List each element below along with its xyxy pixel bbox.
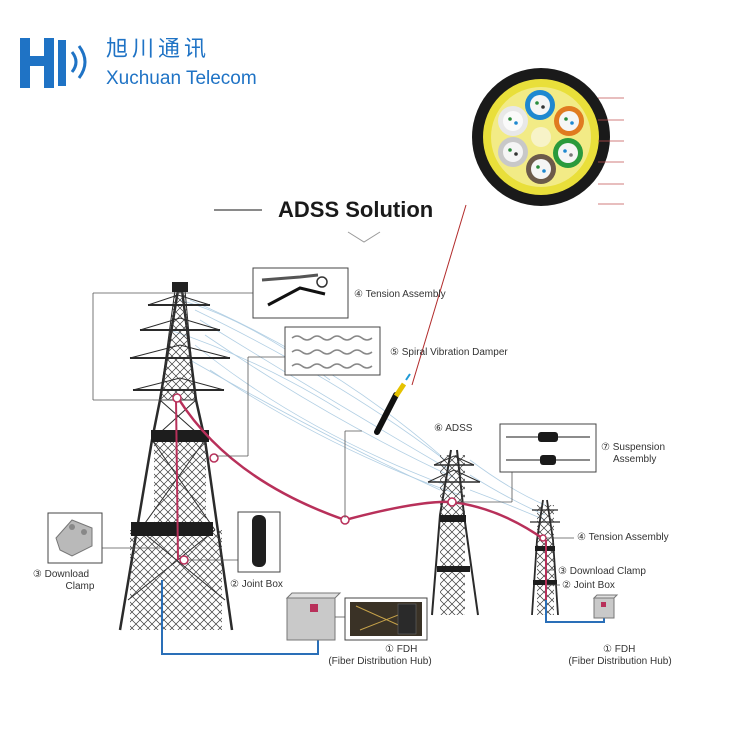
page-title: ADSS Solution bbox=[278, 197, 433, 222]
adss-cable bbox=[175, 397, 547, 600]
cable-cross-section bbox=[472, 68, 624, 206]
label-download-clamp-left-line1: ③ Download bbox=[33, 569, 89, 580]
fiber-tube-brown bbox=[526, 154, 556, 184]
fiber-tube-orange bbox=[554, 106, 584, 136]
logo-english-name: Xuchuan Telecom bbox=[106, 68, 257, 89]
spiral-vibration-damper-inset: ⑤ Spiral Vibration Damper bbox=[216, 326, 508, 457]
fiber-tube-grey bbox=[498, 137, 528, 167]
label-joint-box-left: ② Joint Box bbox=[230, 579, 283, 590]
cross-section-pointer bbox=[411, 204, 467, 386]
joint-box-right: ② Joint Box bbox=[547, 580, 615, 591]
download-clamp-left: ③ Download Clamp bbox=[33, 512, 160, 592]
company-logo: 旭川通讯 Xuchuan Telecom bbox=[20, 37, 257, 89]
logo-chinese-name: 旭川通讯 bbox=[106, 37, 210, 62]
fiber-tube-white bbox=[498, 106, 528, 136]
joint-box-left: ② Joint Box bbox=[188, 511, 283, 590]
label-spiral-vibration-damper: ⑤ Spiral Vibration Damper bbox=[390, 347, 508, 358]
label-download-clamp-right: ③ Download Clamp bbox=[558, 566, 646, 577]
fiber-tube-blue bbox=[525, 90, 555, 120]
transmission-tower-large bbox=[118, 282, 234, 631]
label-fdh-left-line1: ① FDH bbox=[385, 644, 417, 655]
label-adss: ⑥ ADSS bbox=[434, 423, 473, 434]
fdh-right: ① FDH (Fiber Distribution Hub) bbox=[568, 594, 672, 667]
adss-cable-sample: ⑥ ADSS bbox=[344, 373, 473, 518]
label-fdh-left-line2: (Fiber Distribution Hub) bbox=[328, 656, 431, 667]
title-group: ADSS Solution bbox=[214, 197, 433, 243]
logo-mark-icon bbox=[20, 38, 87, 88]
tension-assembly-right: ④ Tension Assembly bbox=[546, 532, 669, 543]
label-suspension-assembly-line1: ⑦ Suspension bbox=[601, 442, 665, 453]
transmission-tower-middle bbox=[427, 449, 481, 616]
label-suspension-assembly-line2: Assembly bbox=[613, 454, 656, 465]
label-tension-assembly-top: ④ Tension Assembly bbox=[354, 289, 446, 300]
label-joint-box-right: ② Joint Box bbox=[562, 580, 615, 591]
tension-assembly-inset: ④ Tension Assembly bbox=[92, 267, 446, 401]
label-fdh-right-line2: (Fiber Distribution Hub) bbox=[568, 656, 671, 667]
label-download-clamp-left-line2: Clamp bbox=[66, 581, 95, 592]
download-clamp-right: ③ Download Clamp bbox=[547, 566, 646, 577]
fdh-left: ① FDH (Fiber Distribution Hub) bbox=[285, 592, 432, 667]
label-fdh-right-line1: ① FDH bbox=[603, 644, 635, 655]
suspension-assembly-inset: ⑦ Suspension Assembly bbox=[457, 423, 665, 503]
chevron-down-icon bbox=[347, 231, 381, 243]
fiber-tube-green bbox=[553, 138, 583, 168]
label-tension-assembly-right: ④ Tension Assembly bbox=[577, 532, 669, 543]
cable-junction-points bbox=[172, 393, 547, 565]
